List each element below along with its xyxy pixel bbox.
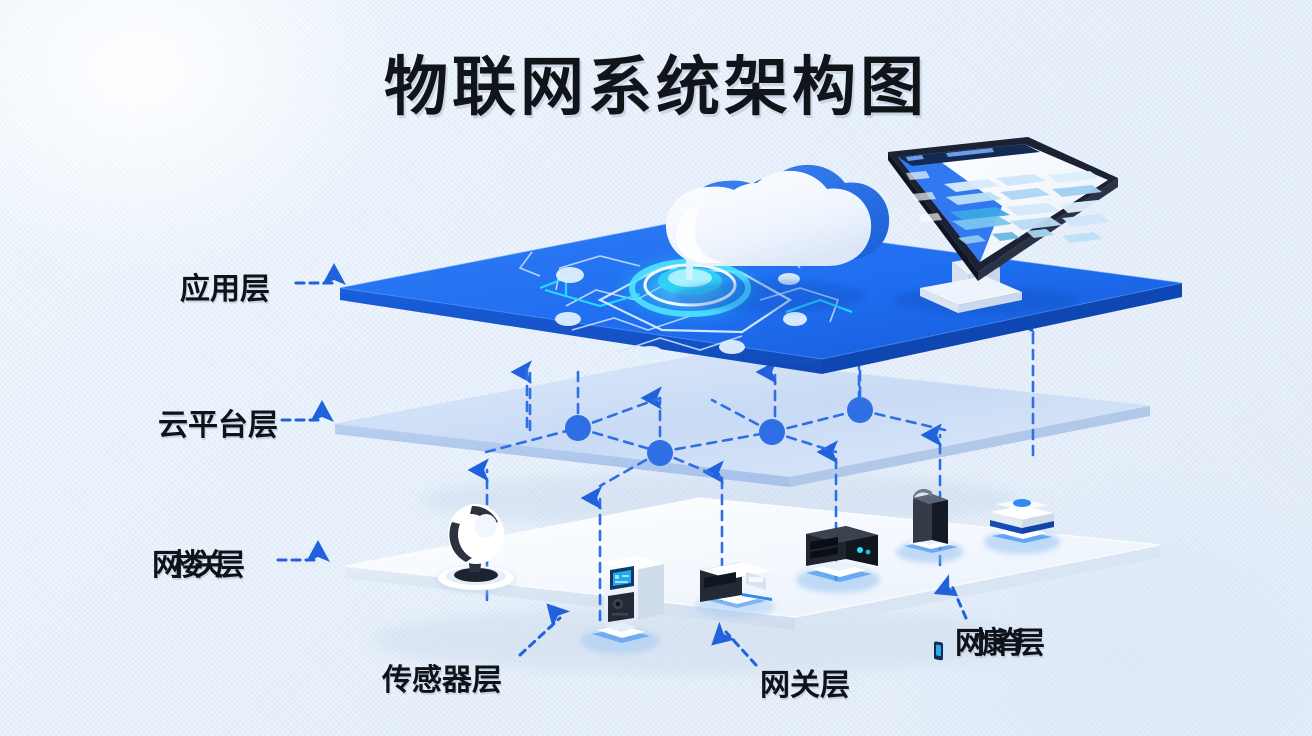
lattice-8: [658, 450, 724, 480]
cloud-platform-plane[interactable]: [334, 355, 1151, 487]
layer-label-gateway: 网楼关层: [152, 549, 245, 582]
sensor-column-device[interactable]: [896, 488, 964, 661]
network-nodes: [565, 397, 873, 466]
monitor-dashboard[interactable]: [888, 137, 1118, 314]
page-title: 物联网系统架构图: [384, 51, 928, 123]
lattice-6: [576, 396, 662, 430]
kiosk-terminal-device[interactable]: [580, 556, 664, 654]
node-2: [647, 440, 673, 466]
node-4: [847, 397, 873, 423]
leader-sensor: [518, 603, 571, 657]
callout-edge-layer: 网慷脊层: [955, 627, 1045, 660]
dome-camera-device[interactable]: [436, 504, 516, 593]
callout-gateway-layer: 网关层: [760, 669, 850, 702]
pad-5: [783, 312, 807, 326]
layer-label-cloud-platform: 云平台层: [158, 409, 278, 442]
callout-sensor-layer: 传感器层: [382, 664, 502, 697]
lattice-5: [858, 408, 947, 432]
bottom-plane-shadow: [370, 606, 1030, 674]
node-1: [565, 415, 591, 441]
node-3: [759, 419, 785, 445]
pad-2: [555, 312, 581, 326]
pad-1: [556, 267, 584, 283]
lattice-10: [710, 398, 774, 434]
pad-3: [637, 346, 663, 360]
lattice-7: [598, 450, 662, 488]
lattice-1: [484, 426, 580, 454]
layer-label-application: 应用层: [180, 273, 270, 306]
cloud-icon: [666, 164, 890, 312]
lattice-9: [770, 430, 838, 454]
callout-leaders: [518, 574, 968, 667]
pad-4: [719, 340, 745, 354]
leader-edge: [933, 574, 968, 620]
gateway-box-device[interactable]: [796, 526, 880, 593]
lattice-3: [658, 430, 774, 454]
hub-puck-device[interactable]: [984, 499, 1060, 554]
lattice-4: [770, 408, 862, 434]
leader-gateway: [711, 621, 758, 667]
router-box-device[interactable]: [695, 562, 775, 618]
lattice-2: [576, 426, 662, 454]
label-connector-arrows: [276, 263, 346, 562]
